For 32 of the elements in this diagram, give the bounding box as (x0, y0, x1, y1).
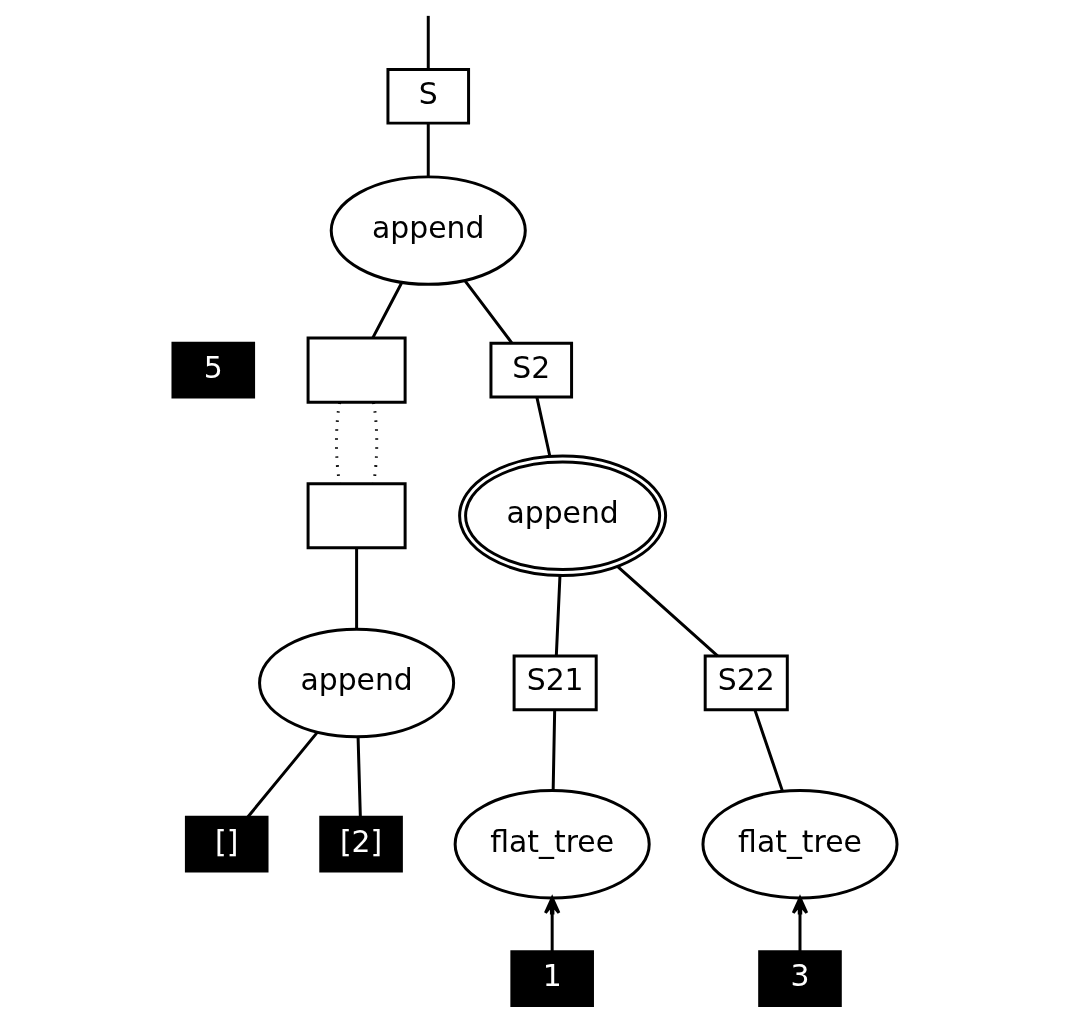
node-box: 5 (171, 341, 256, 399)
connector (535, 396, 552, 457)
connector (753, 709, 784, 792)
connector (426, 123, 430, 177)
arrow (543, 896, 561, 952)
node-box: 1 (510, 950, 594, 1007)
node-ellipse: flat_tree (701, 788, 899, 900)
node-box: [2] (319, 815, 403, 873)
node-ellipse: append (329, 175, 527, 286)
node-box (306, 482, 407, 550)
connector (551, 709, 557, 790)
node-box: S21 (512, 654, 598, 712)
node-ellipse: append (458, 454, 668, 577)
connector (463, 279, 514, 345)
node-box: S (386, 67, 471, 125)
node-box: 3 (758, 950, 842, 1007)
node-box: S22 (703, 654, 789, 712)
connector (355, 548, 359, 629)
connector (554, 575, 562, 656)
node-box (306, 336, 407, 404)
connector (616, 565, 719, 658)
connector (426, 15, 430, 70)
node-ellipse: append (258, 627, 456, 739)
arrow (791, 896, 809, 952)
node-box: [] (184, 815, 269, 873)
connector (246, 731, 319, 818)
connector (334, 402, 342, 484)
node-ellipse: flat_tree (453, 788, 651, 900)
connector (356, 736, 362, 818)
node-box: S2 (489, 341, 574, 399)
connector (372, 402, 379, 484)
connector (371, 281, 404, 339)
